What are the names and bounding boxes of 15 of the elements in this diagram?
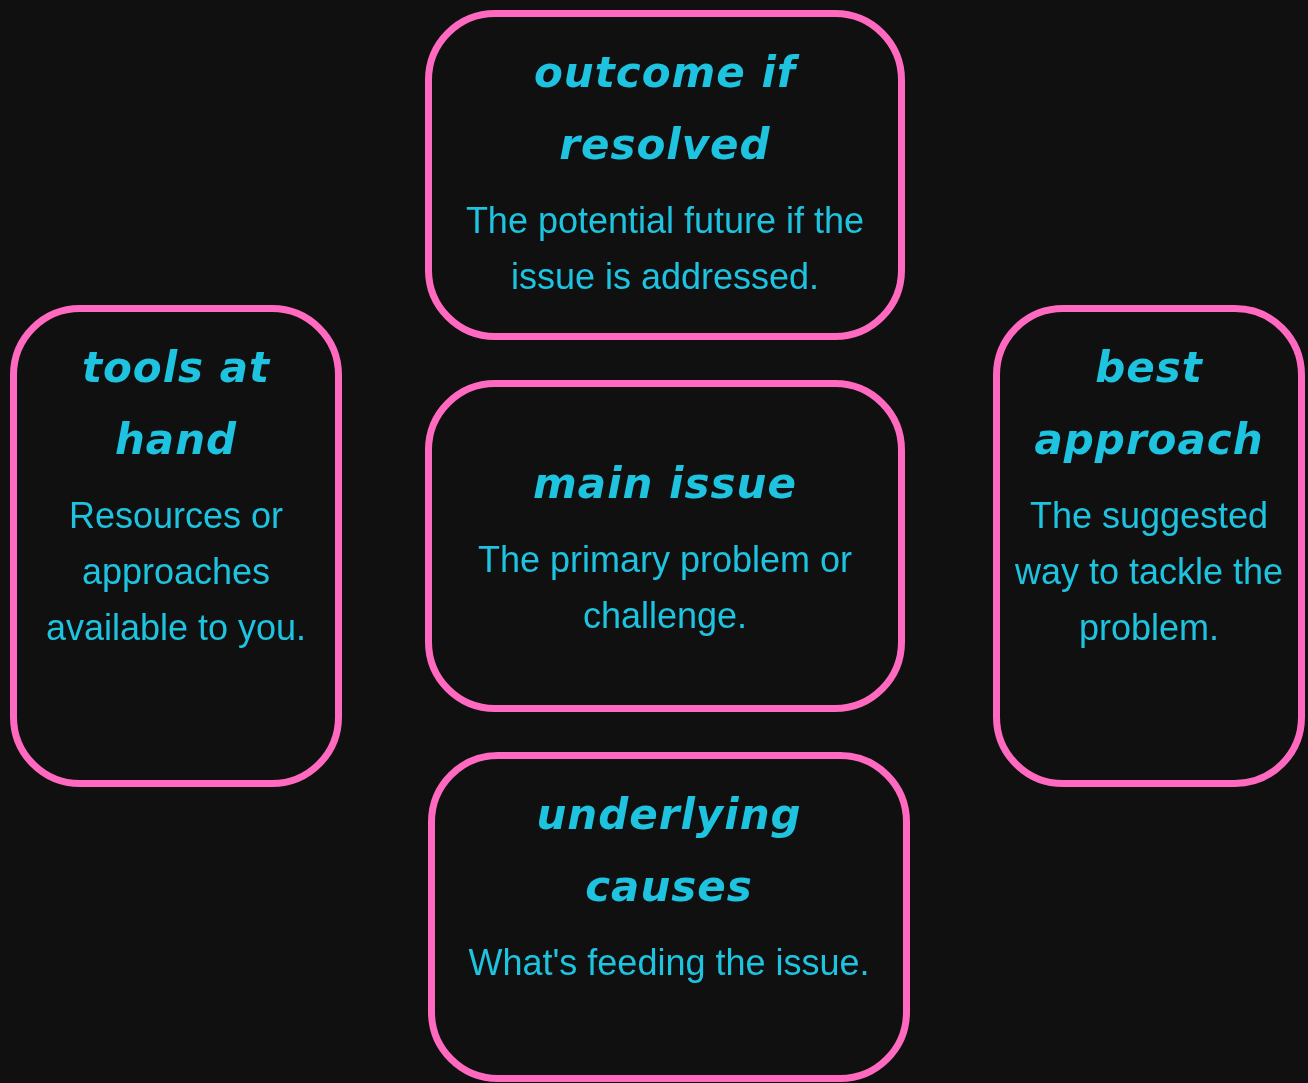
card-description: The suggested way to tackle the problem. (1014, 494, 1284, 650)
issue-card (425, 380, 905, 712)
card-heading: tools at hand (80, 342, 272, 466)
card-heading: outcome if resolved (446, 37, 884, 181)
card-heading: main issue (533, 458, 797, 510)
card-heading: best approach (1033, 342, 1265, 466)
tools-card (10, 305, 342, 787)
approach-card (993, 305, 1305, 787)
card-description: Resources or approaches available to you. (44, 494, 308, 650)
causes-card (428, 752, 910, 1082)
card-heading: underlying causes (535, 789, 803, 913)
card-description: What's feeding the issue. (468, 941, 870, 985)
card-description: The potential future if the issue is addressed. (464, 199, 866, 299)
card-description: The primary problem or challenge. (476, 538, 854, 638)
outcome-card (425, 10, 905, 340)
